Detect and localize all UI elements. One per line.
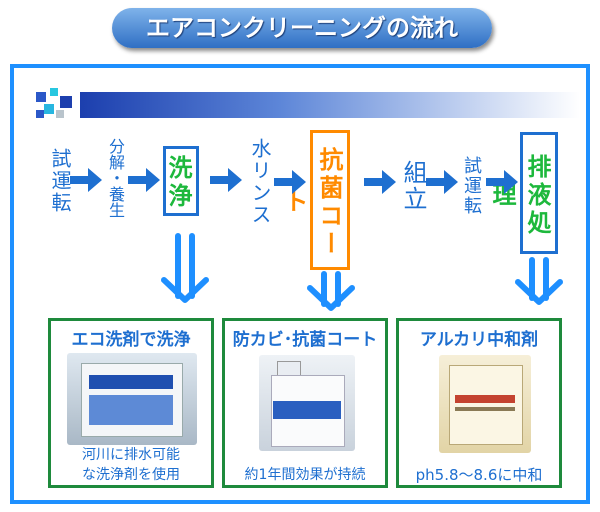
arrow-down-icon [307, 271, 355, 311]
arrow-right-icon [364, 170, 396, 194]
arrow-right-icon [70, 168, 102, 192]
eco-detergent-box: エコ洗剤で洗浄 河川に排水可能 な洗浄剤を使用 [48, 318, 214, 488]
arrow-down-icon [515, 257, 563, 305]
step-assembly: 組立 [399, 160, 427, 212]
arrow-right-icon [426, 170, 458, 194]
arrow-right-icon [274, 170, 306, 194]
step-disassembly: 分解・養生 [106, 138, 125, 218]
antibac-title: 防カビ･抗菌コート [232, 330, 378, 350]
arrow-right-icon [486, 170, 518, 194]
detergent-jug-image [67, 353, 197, 445]
step-test-run-1: 試運転 [48, 148, 72, 214]
alkali-box: アルカリ中和剤 ph5.8～8.6に中和 [396, 318, 562, 488]
step-drain-treatment: 排液処理 [488, 132, 558, 254]
step-water-rinse: 水リンス [248, 138, 272, 226]
step-wash: 洗浄 [163, 146, 199, 216]
antibac-coat-box: 防カビ･抗菌コート 約1年間効果が持続 [222, 318, 388, 488]
arrow-right-icon [128, 168, 160, 192]
step-test-run-2: 試運転 [461, 156, 482, 216]
eco-detergent-title: エコ洗剤で洗浄 [71, 330, 191, 350]
step-antibac-coat: 抗菌コート [280, 130, 350, 270]
eco-caption-line2: な洗浄剤を使用 [82, 467, 180, 483]
arrow-right-icon [210, 168, 242, 192]
coat-bottle-image [259, 355, 355, 451]
alkali-title: アルカリ中和剤 [419, 330, 539, 350]
neutralizer-container-image [439, 355, 531, 453]
arrow-down-icon [161, 233, 209, 303]
antibac-caption: 約1年間効果が持続 [244, 467, 366, 483]
eco-caption-line1: 河川に排水可能 [82, 447, 180, 463]
header-bar [80, 92, 580, 118]
flow-frame [10, 64, 590, 504]
alkali-caption: ph5.8～8.6に中和 [415, 466, 543, 484]
page-title: エアコンクリーニングの流れ [112, 8, 492, 48]
